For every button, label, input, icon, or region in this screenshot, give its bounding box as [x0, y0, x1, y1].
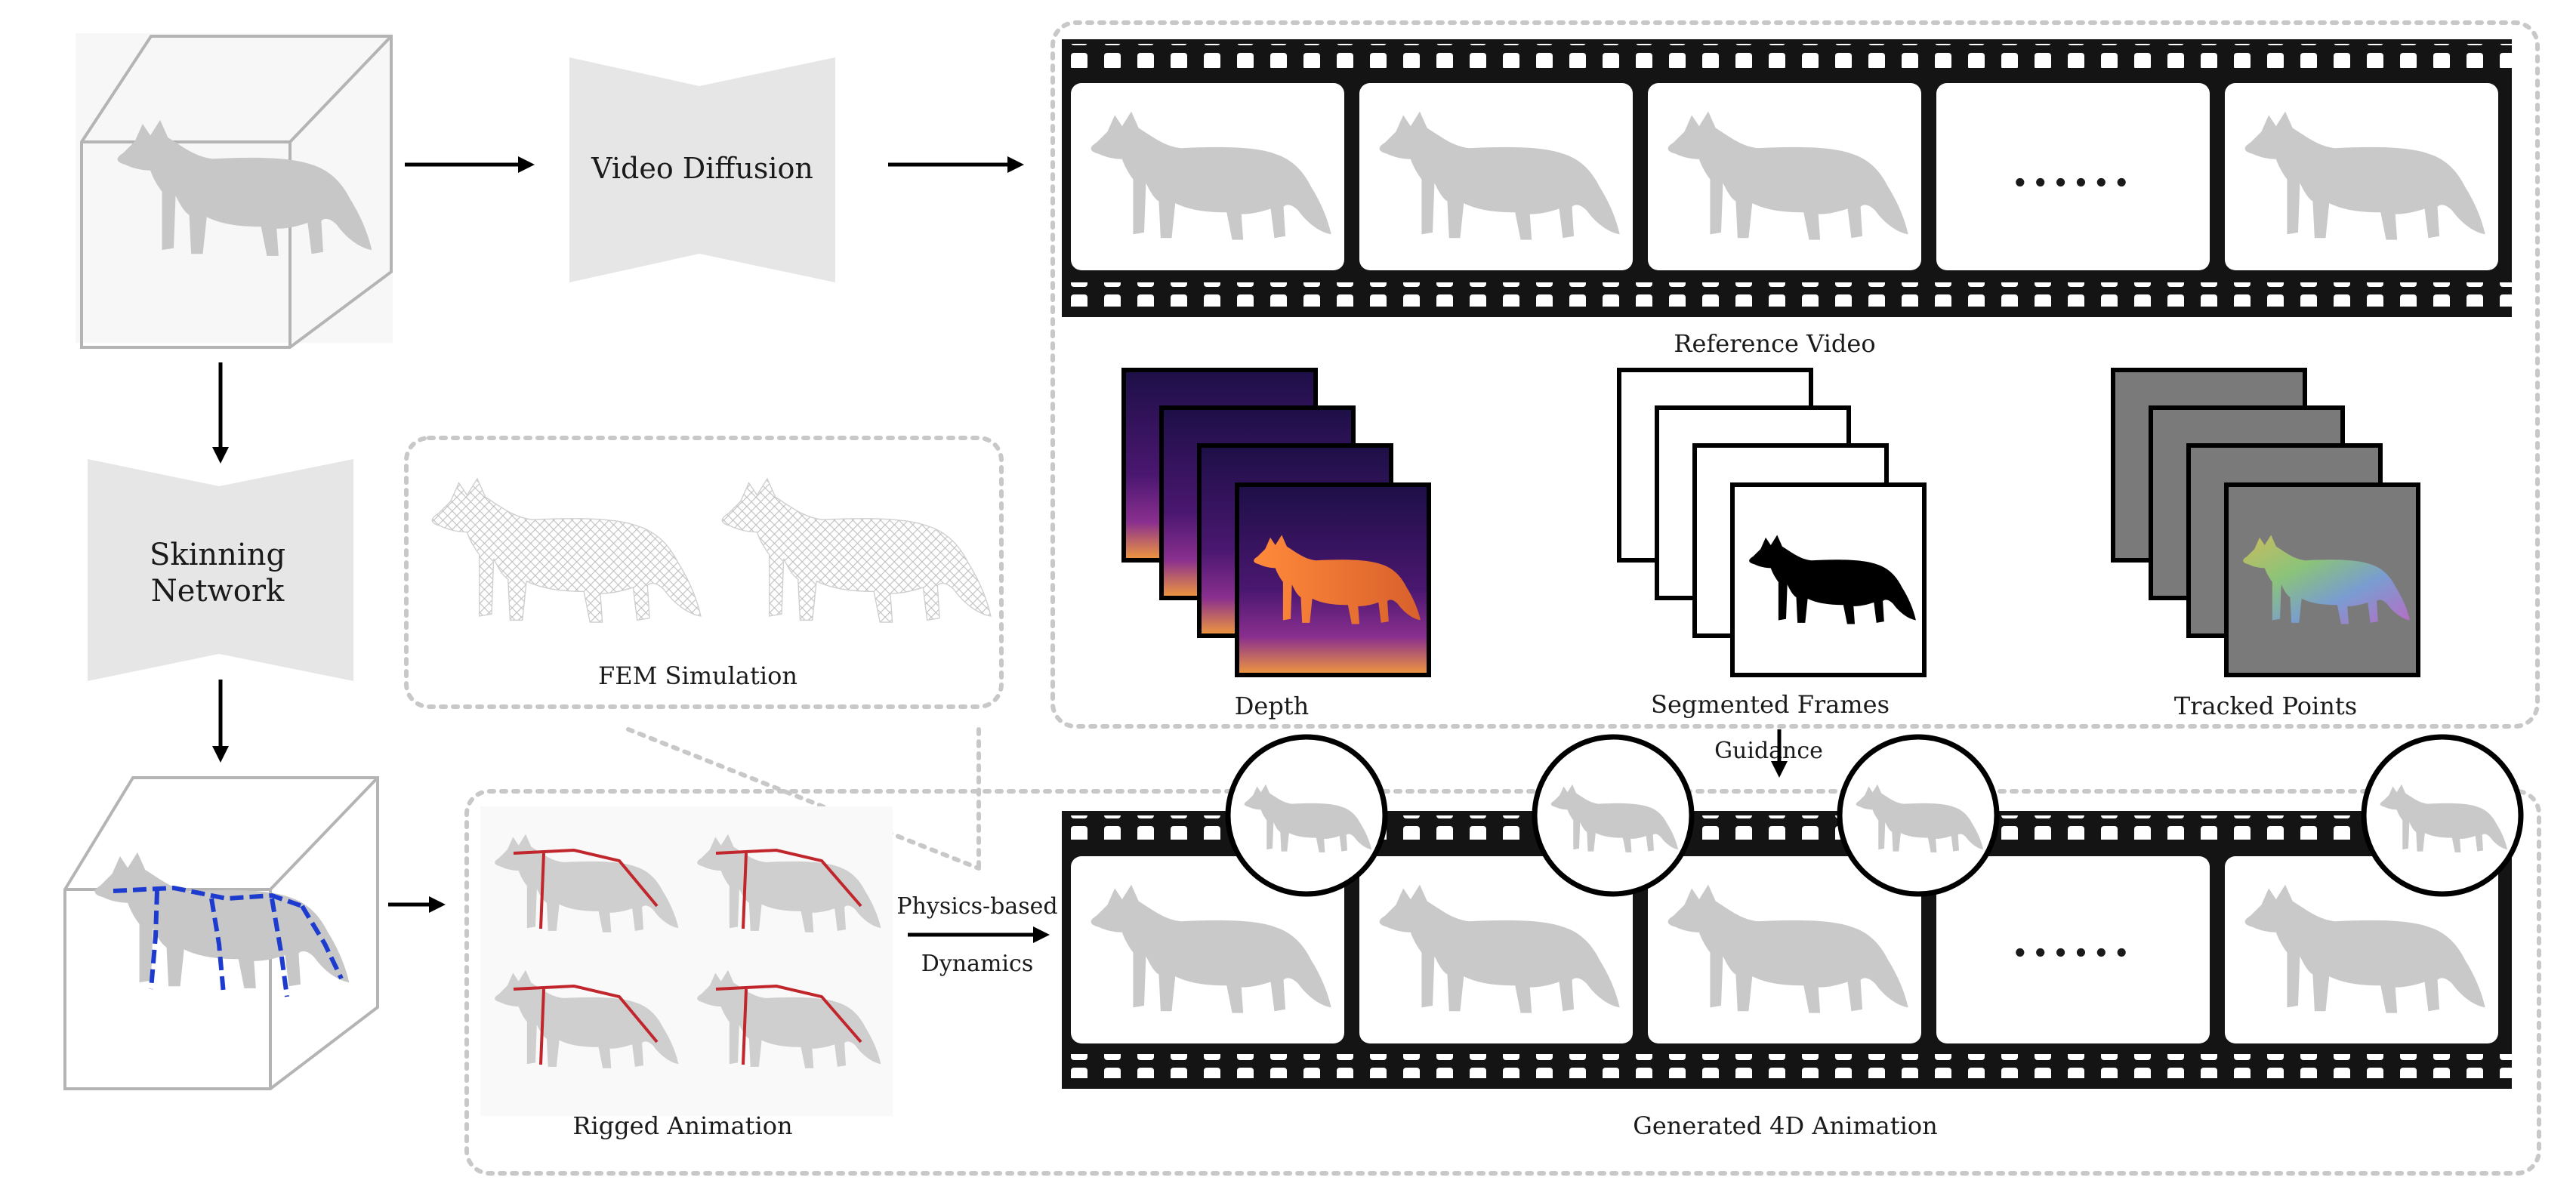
depth-stack: [1121, 368, 1431, 677]
depth-label: Depth: [1235, 692, 1310, 720]
tracked-points-stack: [2111, 368, 2420, 677]
skeleton-spine: [113, 885, 303, 908]
skinning-network-block: Skinning Network: [88, 459, 353, 681]
fem-simulation-panel: FEM Simulation: [404, 436, 1004, 709]
generated-frame-ellipsis: ......: [1936, 856, 2210, 1043]
arrowhead: [518, 156, 535, 173]
reference-film-strip: ......: [1062, 39, 2512, 317]
skeleton-tail: [300, 905, 344, 980]
bottom-panel-border: [464, 789, 2541, 1176]
tracked-points-label: Tracked Points: [2174, 692, 2357, 720]
reference-inset-circle-1: [1225, 734, 1388, 897]
physics-label-line2: Dynamics: [921, 951, 1033, 977]
wolf-mesh-icon: [431, 478, 702, 623]
generated-4d-label: Generated 4D Animation: [1633, 1111, 1937, 1140]
reference-inset-circle-2: [1532, 734, 1695, 897]
reference-inset-circle-4: [2361, 734, 2524, 897]
fem-simulation-label: FEM Simulation: [598, 661, 797, 690]
rigged-animation-label: Rigged Animation: [572, 1111, 792, 1140]
reference-frame-5: [2225, 83, 2498, 270]
video-diffusion-block: Video Diffusion: [569, 57, 835, 282]
reference-video-label: Reference Video: [1674, 329, 1875, 358]
segmented-frames-label: Segmented Frames: [1651, 690, 1890, 719]
segmented-frames-stack: [1617, 368, 1927, 677]
arrowhead: [1007, 156, 1024, 173]
skeleton-leg: [149, 890, 159, 990]
physics-label-line1: Physics-based: [896, 893, 1057, 920]
reference-frame-ellipsis: ......: [1936, 83, 2210, 270]
rigged-wolf-2: [697, 834, 881, 932]
video-diffusion-label: Video Diffusion: [591, 152, 813, 185]
zoom-connector: [626, 727, 981, 871]
input-asset-cube: [76, 33, 393, 349]
rigged-animation-grid: [480, 806, 893, 1116]
rigged-asset-cube: [63, 776, 379, 1090]
arrowhead: [212, 447, 229, 464]
generated-frame-3: [1648, 856, 1921, 1043]
generated-frame-2: [1359, 856, 1633, 1043]
guidance-label: Guidance: [1714, 738, 1823, 764]
generated-frame-5: [2225, 856, 2498, 1043]
wolf-mesh-icon: [721, 478, 992, 623]
reference-video-panel: ...... Reference Video Depth Segmented F…: [1050, 20, 2540, 729]
reference-frame-1: [1071, 83, 1344, 270]
reference-frame-3: [1648, 83, 1921, 270]
reference-inset-circle-3: [1837, 734, 2000, 897]
rigged-wolf-1: [495, 834, 679, 932]
skeleton-leg: [209, 898, 226, 994]
ellipsis-text: ......: [2012, 914, 2133, 967]
arrowhead: [1033, 926, 1050, 943]
generated-frame-1: [1071, 856, 1344, 1043]
rigged-wolf-4: [697, 969, 881, 1068]
arrowhead: [429, 896, 446, 913]
arrowhead: [212, 746, 229, 763]
rigged-wolf-3: [495, 969, 679, 1068]
skinning-network-label-line2: Network: [151, 574, 285, 609]
skeleton-leg: [270, 898, 289, 997]
ellipsis-text: ......: [2012, 144, 2133, 197]
arrowhead: [1771, 761, 1788, 778]
skinning-network-label-line1: Skinning: [150, 538, 285, 572]
reference-frame-2: [1359, 83, 1633, 270]
